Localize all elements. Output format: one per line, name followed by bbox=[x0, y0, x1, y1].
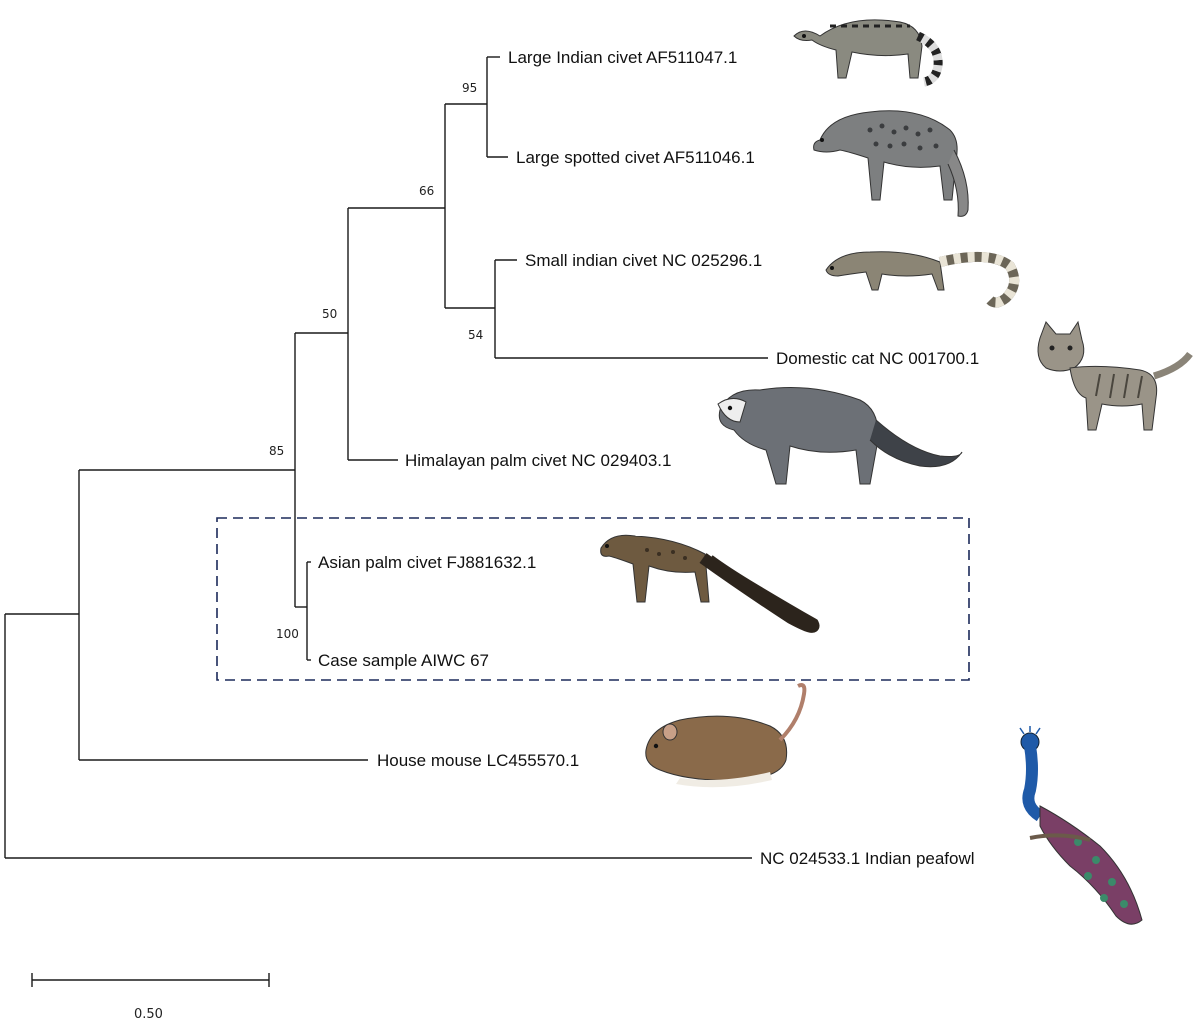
leaf-domestic-cat: Domestic cat NC 001700.1 bbox=[776, 349, 979, 368]
support-label-54: 54 bbox=[468, 328, 483, 342]
support-label-100: 100 bbox=[276, 627, 299, 641]
scale-bar-label: 0.50 bbox=[134, 1007, 163, 1022]
leaf-large-indian-civet: Large Indian civet AF511047.1 bbox=[508, 48, 737, 67]
leaf-himalayan-palm-civet: Himalayan palm civet NC 029403.1 bbox=[405, 451, 671, 470]
large-spotted-civet-illustration bbox=[814, 111, 969, 217]
large-indian-civet-illustration bbox=[794, 20, 938, 82]
leaf-indian-peafowl: NC 024533.1 Indian peafowl bbox=[760, 849, 975, 868]
support-label-85: 85 bbox=[269, 444, 284, 458]
leaf-large-spotted-civet: Large spotted civet AF511046.1 bbox=[516, 148, 755, 167]
himalayan-palm-civet-illustration bbox=[718, 388, 962, 484]
small-indian-civet-illustration bbox=[826, 252, 1014, 303]
scale-bar: 0.50 bbox=[32, 973, 269, 1022]
house-mouse-illustration bbox=[646, 685, 805, 787]
support-label-50: 50 bbox=[322, 307, 337, 321]
support-label-95: 95 bbox=[462, 81, 477, 95]
leaf-small-indian-civet: Small indian civet NC 025296.1 bbox=[525, 251, 762, 270]
indian-peafowl-illustration bbox=[1020, 726, 1142, 924]
leaf-asian-palm-civet: Asian palm civet FJ881632.1 bbox=[318, 553, 536, 572]
domestic-cat-illustration bbox=[1038, 322, 1190, 430]
leaf-house-mouse: House mouse LC455570.1 bbox=[377, 751, 579, 770]
leaf-case-sample: Case sample AIWC 67 bbox=[318, 651, 489, 670]
asian-palm-civet-illustration bbox=[601, 535, 814, 627]
support-label-66: 66 bbox=[419, 184, 434, 198]
